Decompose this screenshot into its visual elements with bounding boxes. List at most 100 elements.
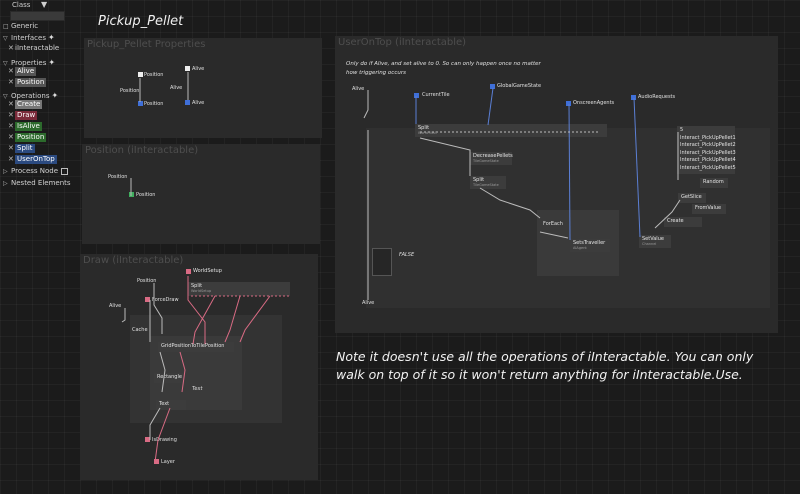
sidebar-operations[interactable]: ▽Operations✦ (3, 91, 58, 101)
node-title: FromValue (695, 205, 722, 211)
sidebar-item-label: Position (15, 78, 47, 87)
search-input[interactable] (10, 11, 65, 21)
sidebar-item-alive[interactable]: ✕Alive (8, 67, 37, 76)
sidebar-item-label: Position (15, 133, 47, 142)
split2-node[interactable]: Split TileGameState (470, 176, 506, 189)
sidebar-interfaces-label: Interfaces (11, 34, 46, 42)
worldsetup-socket-icon[interactable] (186, 269, 191, 274)
forcedraw-label: ForceDraw (152, 297, 179, 303)
add-icon[interactable]: ✦ (51, 91, 59, 100)
sidebar-item-isalive[interactable]: ✕IsAlive (8, 122, 42, 131)
currenttile-socket-icon[interactable] (414, 93, 419, 98)
setvalue-node[interactable]: SetValue Channel (639, 235, 671, 248)
node-subtitle: TileGameState (473, 159, 499, 163)
remove-icon[interactable]: ✕ (8, 155, 14, 163)
remove-icon[interactable]: ✕ (8, 100, 14, 108)
sidebar-item-label: UserOnTop (15, 155, 57, 164)
remove-icon[interactable]: ✕ (8, 111, 14, 119)
sidebar-process-node[interactable]: ▷Process Node (3, 167, 69, 176)
sidebar-generic[interactable]: □Generic (3, 22, 38, 31)
sidebar-item-split[interactable]: ✕Split (8, 144, 35, 153)
sidebar-interfaces[interactable]: ▽Interfaces✦ (3, 33, 55, 43)
draw-panel[interactable]: Draw (iInteractable) Position WorldSetup… (80, 254, 318, 480)
sidebar-nested-elements[interactable]: ▷Nested Elements (3, 179, 71, 188)
remove-icon[interactable]: ✕ (8, 44, 14, 52)
isdrawing-label: IsDrawing (152, 437, 177, 443)
useronttop-panel[interactable]: UserOnTop (iInteractable) Only do if Ali… (335, 36, 778, 333)
layer-socket-icon[interactable] (154, 459, 159, 464)
sidebar-item-label: iInteractable (15, 44, 60, 52)
forcedraw-socket-icon[interactable] (145, 297, 150, 302)
getslice-node[interactable]: GetSlice (678, 193, 706, 203)
properties-panel[interactable]: Pickup_Pellet Properties Position Positi… (84, 38, 322, 138)
remove-icon[interactable]: ✕ (8, 78, 14, 86)
fromvalue-node[interactable]: FromValue (692, 204, 726, 214)
chevron-down-icon[interactable]: ▼ (41, 0, 48, 9)
class-dropdown-label[interactable]: Class (12, 1, 31, 9)
collapse-triangle-icon[interactable]: ▷ (3, 168, 8, 175)
node-title: SetsTraveller (573, 240, 606, 246)
globalgamestate-socket-icon[interactable] (490, 84, 495, 89)
panel-title: Pickup_Pellet Properties (87, 39, 206, 50)
sidebar-item-label: Draw (15, 111, 38, 120)
pickup-list-node[interactable]: 5 Interact_PickUpPellet1 Interact_PickUp… (677, 126, 736, 174)
audiorequests-socket-icon[interactable] (631, 95, 636, 100)
sidebar-item-position[interactable]: ✕Position (8, 78, 47, 87)
sidebar-process-node-label: Process Node (11, 167, 59, 175)
comment-text: Only do if Alive, and set alive to 0. So… (346, 61, 541, 76)
output-socket-icon[interactable] (138, 72, 143, 77)
sidebar-item-draw[interactable]: ✕Draw (8, 111, 38, 120)
add-icon[interactable]: ✦ (48, 58, 56, 67)
output-socket-icon[interactable] (185, 66, 190, 71)
isdrawing-socket-icon[interactable] (145, 437, 150, 442)
rectangle-node[interactable]: Rectangle (154, 373, 184, 383)
currenttile-label: CurrentTile (422, 92, 450, 98)
random-node[interactable]: Random (700, 178, 728, 188)
sidebar-item-label: Alive (15, 67, 37, 76)
position-in-label: Position (108, 174, 128, 180)
decreasepellets-node[interactable]: DecreasePellets TileGameState (470, 152, 513, 165)
remove-icon[interactable]: ✕ (8, 144, 14, 152)
split-node[interactable]: Split WorldTileA (415, 124, 607, 137)
expand-triangle-icon[interactable]: ▽ (3, 60, 8, 67)
node-subtitle: WorldSetup (191, 289, 212, 293)
sidebar-generic-label: Generic (11, 22, 39, 30)
expand-triangle-icon[interactable]: ▽ (3, 93, 8, 100)
create-node[interactable]: Create (664, 217, 702, 227)
split-node[interactable]: Split WorldSetup (188, 282, 290, 296)
remove-icon[interactable]: ✕ (8, 133, 14, 141)
node-subtitle: WorldTileA (418, 131, 437, 135)
text-node[interactable]: Text (156, 400, 186, 410)
input-socket-icon[interactable] (138, 101, 143, 106)
foreach-label: ForEach (543, 221, 563, 227)
collapse-icon[interactable]: □ (3, 23, 9, 30)
text-label: Text (192, 386, 203, 392)
input-socket-icon[interactable] (185, 100, 190, 105)
collapse-triangle-icon[interactable]: ▷ (3, 180, 8, 187)
position-out-label: Position (144, 101, 164, 107)
sidebar-item-iinteractable[interactable]: ✕iInteractable (8, 44, 59, 53)
position-panel[interactable]: Position (iInteractable) Position Positi… (82, 144, 320, 244)
node-title: Create (667, 218, 684, 224)
sidebar-item-create[interactable]: ✕Create (8, 100, 43, 109)
checkbox[interactable] (61, 167, 69, 175)
sidebar-properties-label: Properties (11, 59, 47, 67)
remove-icon[interactable]: ✕ (8, 122, 14, 130)
note-text: Note it doesn't use all the operations o… (336, 349, 754, 382)
expand-triangle-icon[interactable]: ▽ (3, 35, 8, 42)
sidebar-item-useronttop[interactable]: ✕UserOnTop (8, 155, 57, 164)
layer-label: Layer (161, 459, 175, 465)
onscreenagents-socket-icon[interactable] (566, 101, 571, 106)
add-icon[interactable]: ✦ (48, 33, 55, 42)
false-box[interactable] (372, 248, 392, 276)
gridposition-node[interactable]: GridPositionToTilePosition (158, 342, 234, 352)
node-subtitle: TileGameState (473, 183, 499, 187)
sidebar-item-position-op[interactable]: ✕Position (8, 133, 47, 142)
page-title: Pickup_Pellet (98, 14, 184, 29)
node-title: Rectangle (157, 374, 182, 380)
sidebar-properties[interactable]: ▽Properties✦ (3, 58, 55, 68)
setstraveller-node[interactable]: SetsTraveller AIAgent (570, 239, 610, 252)
remove-icon[interactable]: ✕ (8, 67, 14, 75)
output-socket-icon[interactable] (129, 192, 134, 197)
alive-label: Alive (192, 66, 205, 72)
